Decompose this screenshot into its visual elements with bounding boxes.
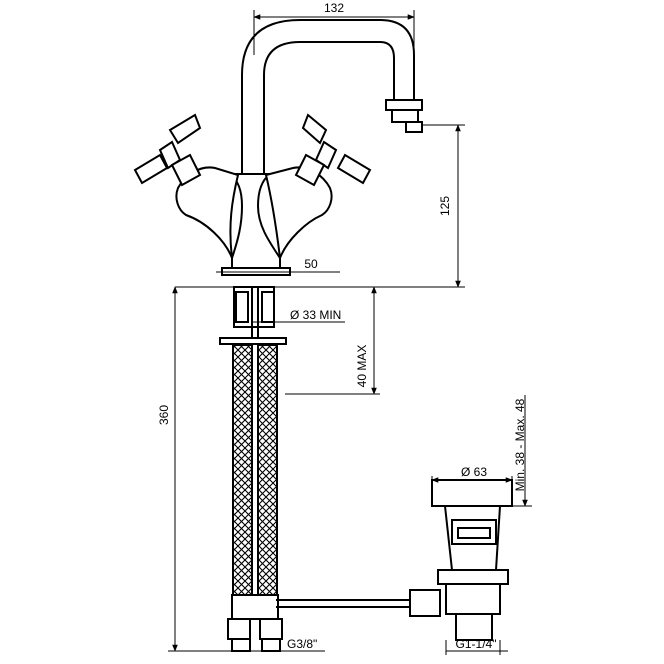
dim-waste-diameter: Ø 63 xyxy=(461,465,487,479)
left-braided-hose xyxy=(232,344,253,596)
popup-rod xyxy=(276,589,441,617)
left-valve-arm xyxy=(175,166,240,259)
spout xyxy=(241,19,415,175)
dim-spout-height: 125 xyxy=(438,196,452,216)
dim-base-width: 50 xyxy=(304,257,318,271)
aerator xyxy=(385,99,423,133)
dim-spout-reach: 132 xyxy=(324,1,344,15)
right-braided-hose xyxy=(257,344,278,596)
dim-waste-thread: G1-1/4" xyxy=(456,637,497,651)
dim-hose-thread: G3/8" xyxy=(287,637,317,651)
waste-assembly xyxy=(431,479,513,641)
left-cross-handle xyxy=(133,113,202,187)
dim-waste-depth: Min. 38 - Max. 48 xyxy=(513,398,527,491)
right-valve-arm xyxy=(264,166,333,259)
mounting-assembly xyxy=(175,286,460,652)
right-cross-handle xyxy=(294,113,372,187)
dim-hose-length: 360 xyxy=(157,405,171,425)
dim-deck-thickness: 40 MAX xyxy=(355,345,369,388)
faucet-body xyxy=(133,19,423,276)
dimension-lines xyxy=(168,10,532,655)
hose-fittings xyxy=(227,594,283,652)
dim-hole-diameter: Ø 33 MIN xyxy=(290,308,341,322)
